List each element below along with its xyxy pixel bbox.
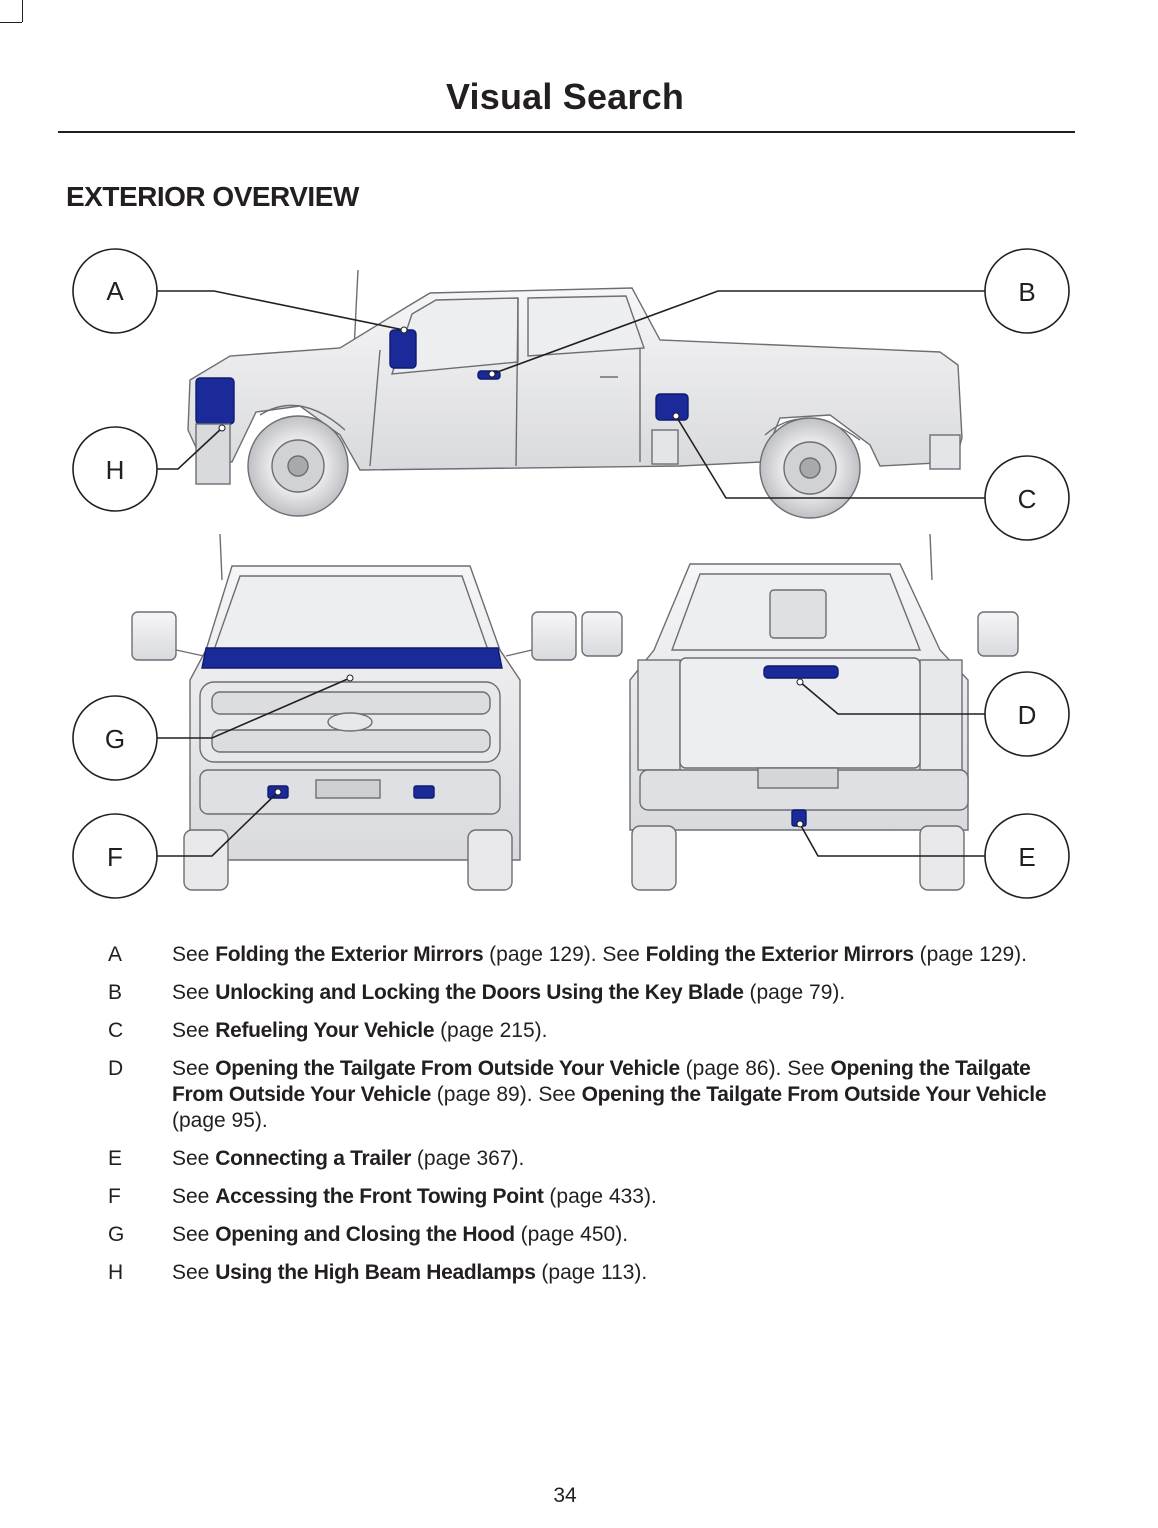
front-view-truck (131, 533, 577, 891)
callout-label-c: C (1018, 484, 1037, 514)
callout-description: See Opening and Closing the Hood (page 4… (172, 1222, 1078, 1248)
callout-text: (page 113). (535, 1261, 648, 1284)
cross-reference-link[interactable]: Connecting a Trailer (215, 1147, 412, 1170)
page-number: 34 (553, 1484, 577, 1507)
callout-description: See Refueling Your Vehicle (page 215). (172, 1018, 1078, 1044)
cross-reference-link[interactable]: Using the High Beam Headlamps (215, 1261, 536, 1284)
cross-reference-link[interactable]: Folding the Exterior Mirrors (215, 943, 484, 966)
truck-illustration: A B C D E F G H (72, 248, 1070, 899)
callout-text: (page 79). (743, 981, 846, 1004)
callout-description: See Opening the Tailgate From Outside Yo… (172, 1056, 1078, 1134)
callout-row-e: E See Connecting a Trailer (page 367). (58, 1146, 1078, 1172)
callout-label-b: B (1018, 277, 1035, 307)
page-title: Visual Search (445, 76, 685, 117)
callout-text: See (172, 1019, 216, 1042)
callout-letter: A (108, 943, 123, 966)
callout-text: See (172, 943, 216, 966)
callout-label-g: G (105, 724, 125, 754)
callout-description: See Unlocking and Locking the Doors Usin… (172, 980, 1078, 1006)
callout-row-b: B See Unlocking and Locking the Doors Usi… (58, 980, 1078, 1006)
callout-letter: B (108, 981, 123, 1004)
callout-text: (page 129). (913, 943, 1028, 966)
callout-text: See (172, 1057, 216, 1080)
callout-text: See (172, 981, 216, 1004)
callout-label-e: E (1018, 842, 1035, 872)
callout-text: (page 86). See (679, 1057, 831, 1080)
callout-letter: C (108, 1019, 124, 1042)
side-view-truck (187, 269, 963, 519)
cross-reference-link[interactable]: Unlocking and Locking the Doors Using th… (215, 981, 744, 1004)
callout-row-c: C See Refueling Your Vehicle (page 215). (58, 1018, 1078, 1044)
cross-reference-link[interactable]: Folding the Exterior Mirrors (645, 943, 914, 966)
crop-mark-vertical (22, 0, 23, 22)
callout-letter: E (108, 1147, 123, 1170)
cross-reference-link[interactable]: Opening and Closing the Hood (215, 1223, 515, 1246)
callout-row-g: G See Opening and Closing the Hood (page … (58, 1222, 1078, 1248)
callout-text: (page 129). See (483, 943, 646, 966)
leader-lines (157, 290, 985, 857)
cross-reference-link[interactable]: Opening the Tailgate From Outside Your V… (172, 1057, 1031, 1106)
callout-label-h: H (106, 455, 125, 485)
callout-label-a: A (106, 276, 124, 306)
callout-list: A See Folding the Exterior Mirrors (page … (58, 942, 1078, 1298)
callout-row-a: A See Folding the Exterior Mirrors (page … (58, 942, 1078, 968)
callout-description: See Connecting a Trailer (page 367). (172, 1146, 1078, 1172)
callout-letter: G (108, 1223, 125, 1246)
callout-label-f: F (107, 842, 123, 872)
rear-view-truck (581, 533, 1019, 891)
callout-text: See (172, 1147, 216, 1170)
callout-description: See Using the High Beam Headlamps (page … (172, 1260, 1078, 1286)
exterior-overview-figure: A B C D E F G H (0, 230, 1158, 910)
callout-text: See (172, 1185, 216, 1208)
callout-text: See (172, 1261, 216, 1284)
callout-circles (72, 248, 1070, 899)
callout-text: (page 450). (514, 1223, 629, 1246)
callout-description: See Accessing the Front Towing Point (pa… (172, 1184, 1078, 1210)
callout-text: (page 89). See (430, 1083, 582, 1106)
title-rule (58, 131, 1075, 133)
callout-text: (page 367). (411, 1147, 525, 1170)
callout-letter: H (108, 1261, 124, 1284)
callout-label-d: D (1018, 700, 1037, 730)
section-heading: EXTERIOR OVERVIEW (66, 181, 359, 212)
cross-reference-link[interactable]: Opening the Tailgate From Outside Your V… (581, 1083, 1047, 1106)
callout-row-d: D See Opening the Tailgate From Outside Y… (58, 1056, 1078, 1134)
callout-text: (page 215). (434, 1019, 548, 1042)
cross-reference-link[interactable]: Accessing the Front Towing Point (215, 1185, 544, 1208)
callout-letter: D (108, 1057, 124, 1080)
callout-row-f: F See Accessing the Front Towing Point (p… (58, 1184, 1078, 1210)
crop-mark-horizontal (0, 22, 22, 23)
callout-row-h: H See Using the High Beam Headlamps (page… (58, 1260, 1078, 1286)
cross-reference-link[interactable]: Refueling Your Vehicle (215, 1019, 435, 1042)
callout-text: (page 95). (172, 1109, 268, 1132)
callout-text: See (172, 1223, 216, 1246)
leader-dots (218, 326, 804, 828)
callout-description: See Folding the Exterior Mirrors (page 1… (172, 942, 1078, 968)
callout-letter: F (108, 1185, 121, 1208)
callout-text: (page 433). (543, 1185, 657, 1208)
cross-reference-link[interactable]: Opening the Tailgate From Outside Your V… (215, 1057, 680, 1080)
